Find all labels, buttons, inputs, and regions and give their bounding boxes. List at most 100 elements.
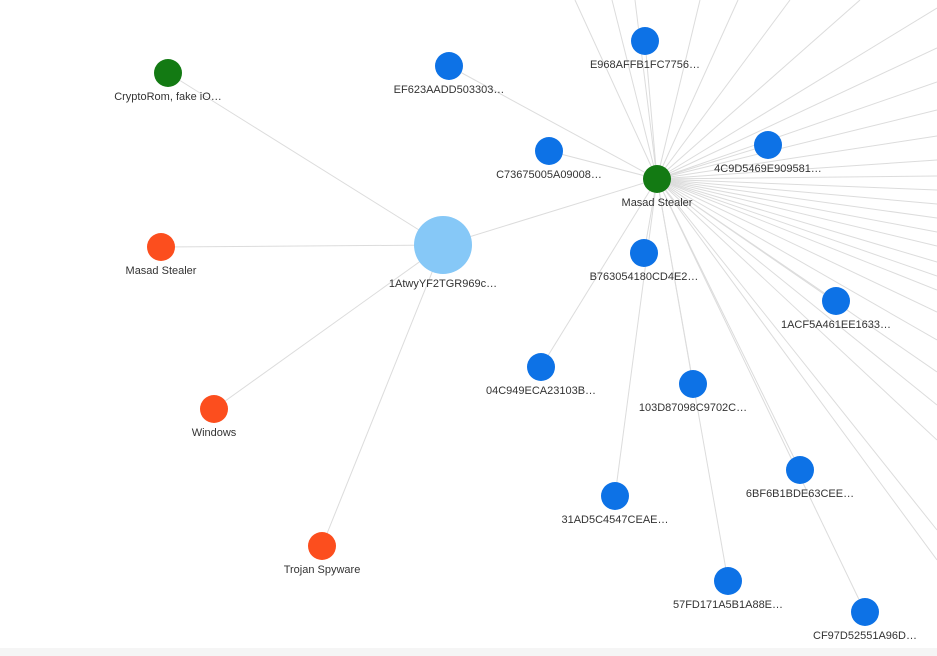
graph-node-h-e968[interactable]: E968AFFB1FC7756…: [590, 27, 700, 71]
graph-offscreen-edges: [574, 0, 937, 561]
edge-masad-stealer-to-offscreen-19: [656, 178, 937, 247]
node-circle-hash[interactable]: [714, 567, 742, 595]
edge-masad-stealer-family-to-h-4c9d: [656, 144, 769, 180]
node-label: B763054180CD4E2…: [590, 271, 699, 283]
node-circle-malware_family[interactable]: [643, 165, 671, 193]
graph-nodes: 1AtwyYF2TGR969c… CryptoRom, fake iO… Masad…: [114, 27, 917, 642]
node-label: CryptoRom, fake iO…: [114, 91, 222, 103]
node-circle-hash[interactable]: [851, 598, 879, 626]
node-circle-hash[interactable]: [630, 239, 658, 267]
node-circle-malware_family[interactable]: [154, 59, 182, 87]
edge-masad-stealer-to-offscreen-7: [656, 0, 861, 180]
edge-masad-stealer-to-offscreen-26: [656, 178, 937, 406]
graph-node-h-1acf[interactable]: 1ACF5A461EE1633…: [781, 287, 891, 331]
node-circle-hash[interactable]: [435, 52, 463, 80]
node-circle-tag[interactable]: [200, 395, 228, 423]
graph-node-windows[interactable]: Windows: [192, 395, 237, 439]
edge-masad-stealer-to-offscreen-9: [656, 47, 937, 180]
graph-edges: [160, 40, 866, 613]
node-label: Masad Stealer: [126, 265, 197, 277]
graph-node-masad-stealer-tag[interactable]: Masad Stealer: [126, 233, 197, 277]
edge-masad-stealer-to-offscreen-14: [656, 175, 937, 180]
edge-masad-stealer-to-offscreen-16: [656, 178, 937, 205]
edge-masad-stealer-to-offscreen-27: [656, 178, 937, 441]
node-circle-hub[interactable]: [414, 216, 472, 274]
node-label: Trojan Spyware: [284, 564, 361, 576]
graph-node-h-57fd[interactable]: 57FD171A5B1A88E…: [673, 567, 783, 611]
graph-node-h-04c9[interactable]: 04C949ECA23103B…: [486, 353, 596, 397]
node-label: 1AtwyYF2TGR969c…: [389, 278, 497, 290]
edge-masad-stealer-family-to-h-cf97: [656, 178, 866, 613]
edge-masad-stealer-family-to-h-c736: [548, 150, 658, 180]
node-circle-hash[interactable]: [822, 287, 850, 315]
node-label: EF623AADD503303…: [394, 84, 505, 96]
node-circle-hash[interactable]: [679, 370, 707, 398]
edge-masad-stealer-to-offscreen-5: [656, 0, 739, 180]
edge-masad-stealer-to-offscreen-3: [634, 0, 658, 180]
graph-node-h-c736[interactable]: C73675005A09008…: [496, 137, 602, 181]
node-label: CF97D52551A96D…: [813, 630, 917, 642]
edge-masad-stealer-to-offscreen-4: [656, 0, 701, 180]
node-circle-tag[interactable]: [147, 233, 175, 261]
edge-masad-stealer-to-offscreen-2: [611, 0, 658, 180]
node-circle-tag[interactable]: [308, 532, 336, 560]
node-label: 103D87098C9702C…: [639, 402, 747, 414]
edge-masad-stealer-family-to-h-31ad: [614, 178, 658, 497]
edge-masad-stealer-to-offscreen-25: [656, 178, 937, 373]
edge-masad-stealer-family-to-h-ef62: [448, 65, 658, 180]
edge-masad-stealer-family-to-h-e968: [644, 40, 658, 180]
graph-node-trojan-spyware[interactable]: Trojan Spyware: [284, 532, 361, 576]
node-label: E968AFFB1FC7756…: [590, 59, 700, 71]
edge-hub-to-masad-stealer-tag: [160, 244, 444, 248]
edge-hub-to-cryptorom: [167, 72, 444, 246]
node-circle-hash[interactable]: [786, 456, 814, 484]
edge-hub-to-masad-stealer-family: [442, 178, 658, 246]
graph-node-h-cf97[interactable]: CF97D52551A96D…: [813, 598, 917, 642]
edge-masad-stealer-to-offscreen-1: [574, 0, 658, 180]
graph-node-masad-stealer-family[interactable]: Masad Stealer: [622, 165, 693, 209]
edge-hub-to-trojan-spyware: [321, 244, 444, 547]
bottom-strip: [0, 648, 937, 656]
edge-masad-stealer-family-to-h-04c9: [540, 178, 658, 368]
edge-masad-stealer-to-offscreen-24: [656, 178, 937, 341]
node-label: 1ACF5A461EE1633…: [781, 319, 891, 331]
edge-masad-stealer-to-offscreen-28: [656, 178, 937, 531]
node-label: 57FD171A5B1A88E…: [673, 599, 783, 611]
graph-node-cryptorom[interactable]: CryptoRom, fake iO…: [114, 59, 222, 103]
edge-masad-stealer-to-offscreen-8: [656, 7, 937, 180]
node-label: 04C949ECA23103B…: [486, 385, 596, 397]
edge-masad-stealer-to-offscreen-29: [656, 178, 937, 561]
node-label: C73675005A09008…: [496, 169, 602, 181]
node-circle-hash[interactable]: [535, 137, 563, 165]
node-label: Masad Stealer: [622, 197, 693, 209]
graph-node-h-ef62[interactable]: EF623AADD503303…: [394, 52, 505, 96]
edge-masad-stealer-to-offscreen-11: [656, 109, 937, 180]
edge-masad-stealer-to-offscreen-15: [656, 178, 937, 191]
edge-masad-stealer-to-offscreen-20: [656, 178, 937, 263]
graph-node-h-103d[interactable]: 103D87098C9702C…: [639, 370, 747, 414]
node-circle-hash[interactable]: [527, 353, 555, 381]
graph-node-h-6bf6[interactable]: 6BF6B1BDE63CEE…: [746, 456, 854, 500]
node-label: Windows: [192, 427, 237, 439]
graph-node-hub[interactable]: 1AtwyYF2TGR969c…: [389, 216, 497, 290]
graph-node-h-b763[interactable]: B763054180CD4E2…: [590, 239, 699, 283]
node-label: 6BF6B1BDE63CEE…: [746, 488, 854, 500]
edge-masad-stealer-to-offscreen-23: [656, 178, 937, 313]
edge-masad-stealer-to-offscreen-13: [656, 159, 937, 180]
edge-masad-stealer-to-offscreen-6: [656, 0, 791, 180]
edge-masad-stealer-to-offscreen-22: [656, 178, 937, 291]
graph-node-h-31ad[interactable]: 31AD5C4547CEAE…: [561, 482, 669, 526]
node-circle-hash[interactable]: [754, 131, 782, 159]
edge-masad-stealer-to-offscreen-18: [656, 178, 937, 233]
node-label: 31AD5C4547CEAE…: [561, 514, 668, 526]
edge-hub-to-windows: [213, 244, 444, 410]
node-circle-hash[interactable]: [601, 482, 629, 510]
edge-masad-stealer-to-offscreen-17: [656, 178, 937, 219]
edge-masad-stealer-to-offscreen-10: [656, 81, 937, 180]
node-label: 4C9D5469E909581…: [714, 163, 822, 175]
edge-masad-stealer-to-offscreen-12: [656, 135, 937, 180]
edge-masad-stealer-to-offscreen-21: [656, 178, 937, 277]
node-circle-hash[interactable]: [631, 27, 659, 55]
graph-node-h-4c9d[interactable]: 4C9D5469E909581…: [714, 131, 822, 175]
